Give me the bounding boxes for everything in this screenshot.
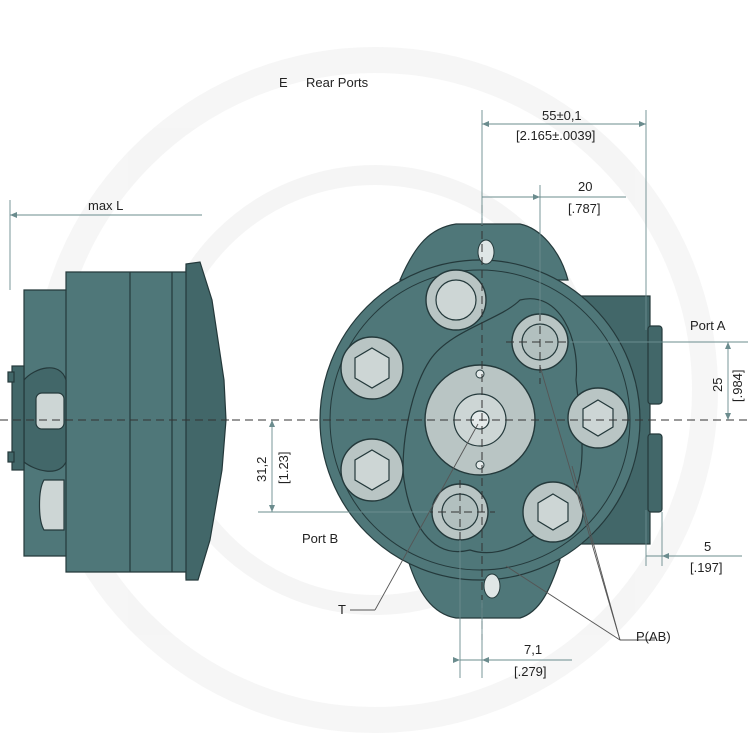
overall-width-dimension: 55±0,1 [2.165±.0039]: [481, 108, 647, 330]
bolt-right: [567, 387, 629, 449]
bolt-bottom-right: [522, 481, 584, 543]
tank-offset-dimension: 7,1 [.279]: [453, 540, 572, 679]
top-dowel-hole: [477, 239, 495, 265]
port-a-boss: [647, 325, 663, 405]
port-a-label: Port A: [690, 318, 726, 333]
front-view: [319, 223, 663, 619]
port-a-height-dimension: 25 [.984]: [570, 341, 748, 420]
rear-protrusion-metric: 5: [704, 539, 711, 554]
overall-width-imperial: [2.165±.0039]: [516, 128, 595, 143]
bottom-dowel-hole: [483, 573, 501, 599]
overall-width-metric: 55±0,1: [542, 108, 582, 123]
max-l-label: max L: [88, 198, 123, 213]
side-pin-top: [7, 371, 15, 383]
port-b-label: Port B: [302, 531, 338, 546]
bolt-left-upper: [340, 336, 404, 400]
port-b-height-dimension: 31,2 [1.23]: [254, 420, 430, 513]
leaders: [350, 365, 655, 641]
port-a-offset-imperial: [.787]: [568, 201, 601, 216]
tank-offset-imperial: [.279]: [514, 664, 547, 679]
side-pin-bottom: [7, 451, 15, 463]
port-b-height-metric: 31,2: [254, 457, 269, 482]
rear-protrusion-dimension: 5 [.197]: [645, 510, 742, 575]
side-rear-plate: [11, 365, 25, 471]
port-a-height-imperial: [.984]: [730, 369, 745, 402]
port-a-offset-metric: 20: [578, 179, 592, 194]
side-port-b-fitting: [38, 479, 65, 531]
port-b-height-imperial: [1.23]: [276, 451, 291, 484]
side-flange: [185, 261, 227, 581]
title-code: E: [279, 75, 288, 90]
tank-offset-metric: 7,1: [524, 642, 542, 657]
port-a-height-metric: 25: [710, 378, 725, 392]
side-port-a-fitting: [35, 392, 65, 430]
port-b-boss: [647, 433, 663, 513]
max-l-dimension: max L: [9, 198, 202, 290]
hub-pin-top: [475, 369, 485, 379]
bolt-top: [425, 269, 487, 331]
hub-pin-bottom: [475, 460, 485, 470]
title-text: Rear Ports: [306, 75, 369, 90]
pressure-label: P(AB): [636, 629, 671, 644]
tank-label: T: [338, 602, 346, 617]
port-a-offset-dimension: 20 [.787]: [482, 179, 626, 315]
rear-protrusion-imperial: [.197]: [690, 560, 723, 575]
side-view: [0, 261, 232, 581]
bolt-left-lower: [340, 438, 404, 502]
